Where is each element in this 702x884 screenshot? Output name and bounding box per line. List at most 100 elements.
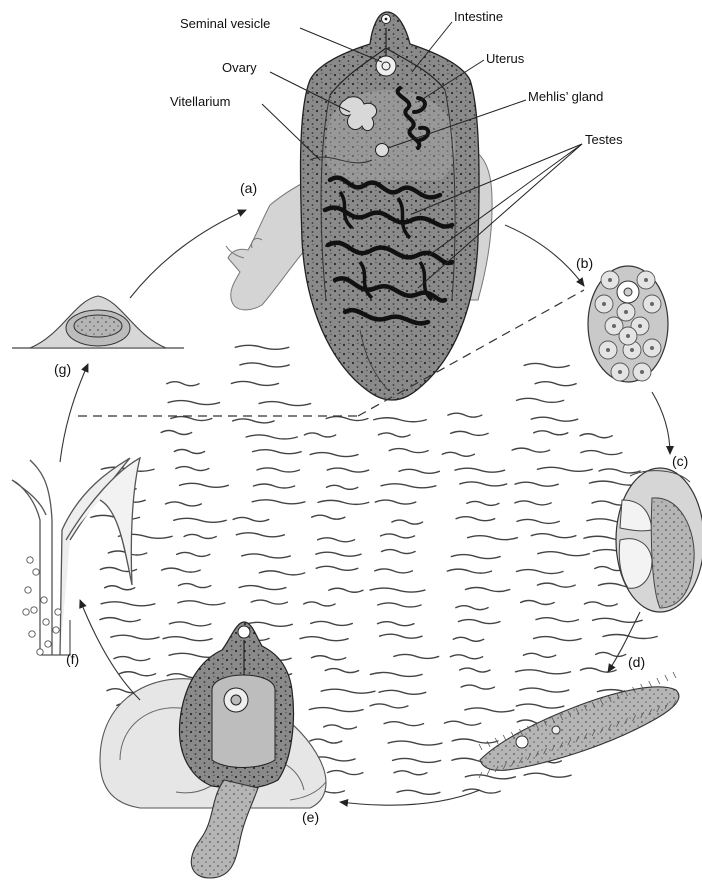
water-wave [524, 773, 571, 777]
miracidium-illustration [479, 672, 679, 778]
water-wave [375, 500, 415, 504]
metacercaria-cyst [53, 627, 59, 633]
water-wave [388, 741, 442, 745]
water-wave [321, 689, 375, 693]
arrow-e-to-f [80, 600, 140, 700]
water-wave [535, 382, 576, 386]
metacercaria-cyst [43, 619, 49, 625]
water-wave [580, 668, 616, 672]
water-wave [581, 451, 622, 455]
water-wave [399, 469, 439, 473]
water-wave [370, 704, 408, 708]
metacercaria-cyst [29, 631, 35, 637]
water-wave [380, 634, 422, 638]
water-wave [534, 637, 582, 641]
water-wave [171, 417, 212, 421]
water-wave [177, 552, 210, 556]
metacercaria-cyst [31, 607, 37, 613]
water-wave [451, 555, 500, 559]
water-wave [517, 519, 559, 523]
water-wave [465, 775, 515, 779]
stage-label-f: (f) [66, 651, 79, 667]
water-wave [236, 533, 284, 537]
water-wave [467, 501, 499, 505]
water-wave [444, 721, 480, 725]
water-wave [455, 468, 505, 472]
water-wave [603, 635, 657, 639]
water-wave [465, 708, 514, 712]
arrow-a-to-b [505, 225, 584, 286]
water-wave [456, 606, 488, 610]
water-wave [329, 588, 363, 592]
water-wave [167, 382, 199, 386]
arrow-g-to-a [130, 210, 246, 298]
water-wave [168, 401, 219, 405]
water-wave [180, 483, 229, 487]
water-wave [316, 552, 361, 556]
water-wave [309, 708, 363, 712]
grass-with-metacercariae-illustration [12, 458, 140, 655]
water-wave [458, 620, 500, 624]
water-wave [465, 588, 509, 592]
water-wave [370, 672, 422, 676]
water-wave [174, 449, 204, 453]
water-wave [384, 722, 423, 726]
water-wave [450, 655, 482, 659]
water-wave [531, 534, 576, 538]
water-wave [318, 500, 369, 504]
water-wave [523, 653, 555, 657]
water-wave [375, 569, 413, 573]
label-intestine: Intestine [454, 9, 503, 24]
water-wave [447, 569, 491, 573]
water-wave [163, 637, 212, 641]
water-wave [524, 363, 569, 367]
water-wave [451, 431, 488, 435]
water-wave [379, 690, 426, 694]
water-wave [100, 618, 140, 622]
water-wave [304, 433, 335, 437]
water-wave [316, 566, 358, 570]
label-ovary: Ovary [222, 60, 257, 75]
water-wave [246, 435, 297, 439]
water-wave [312, 656, 346, 660]
metacercaria-cyst [23, 609, 29, 615]
water-wave [179, 584, 211, 588]
water-wave [512, 448, 550, 452]
water-wave [310, 453, 358, 457]
water-wave [515, 670, 570, 674]
water-wave [259, 402, 311, 406]
metacercaria-cyst [27, 557, 33, 563]
metacercaria-cyst [41, 597, 47, 603]
water-wave [253, 450, 301, 454]
water-wave [240, 363, 289, 367]
water-wave [114, 657, 150, 661]
water-wave [516, 398, 563, 402]
water-wave [521, 600, 555, 604]
water-wave [312, 515, 345, 519]
arrow-f-to-g [60, 364, 88, 462]
water-wave [534, 431, 568, 435]
water-wave [328, 771, 363, 775]
water-wave [310, 739, 342, 743]
water-wave [580, 434, 612, 438]
water-wave [392, 520, 423, 524]
water-wave [378, 603, 421, 607]
water-wave [448, 413, 482, 417]
water-wave [515, 482, 558, 486]
water-wave [304, 602, 335, 606]
water-wave [257, 468, 299, 472]
water-wave [242, 554, 291, 558]
water-wave [300, 637, 348, 641]
water-wave [520, 688, 569, 692]
water-wave [394, 654, 439, 658]
water-wave [389, 449, 428, 453]
water-wave [394, 771, 427, 775]
water-wave [516, 570, 563, 574]
water-wave [259, 571, 304, 575]
water-wave [245, 622, 292, 626]
water-wave [452, 739, 498, 743]
water-wave [397, 790, 440, 794]
water-wave [161, 430, 192, 434]
water-wave [374, 418, 426, 422]
